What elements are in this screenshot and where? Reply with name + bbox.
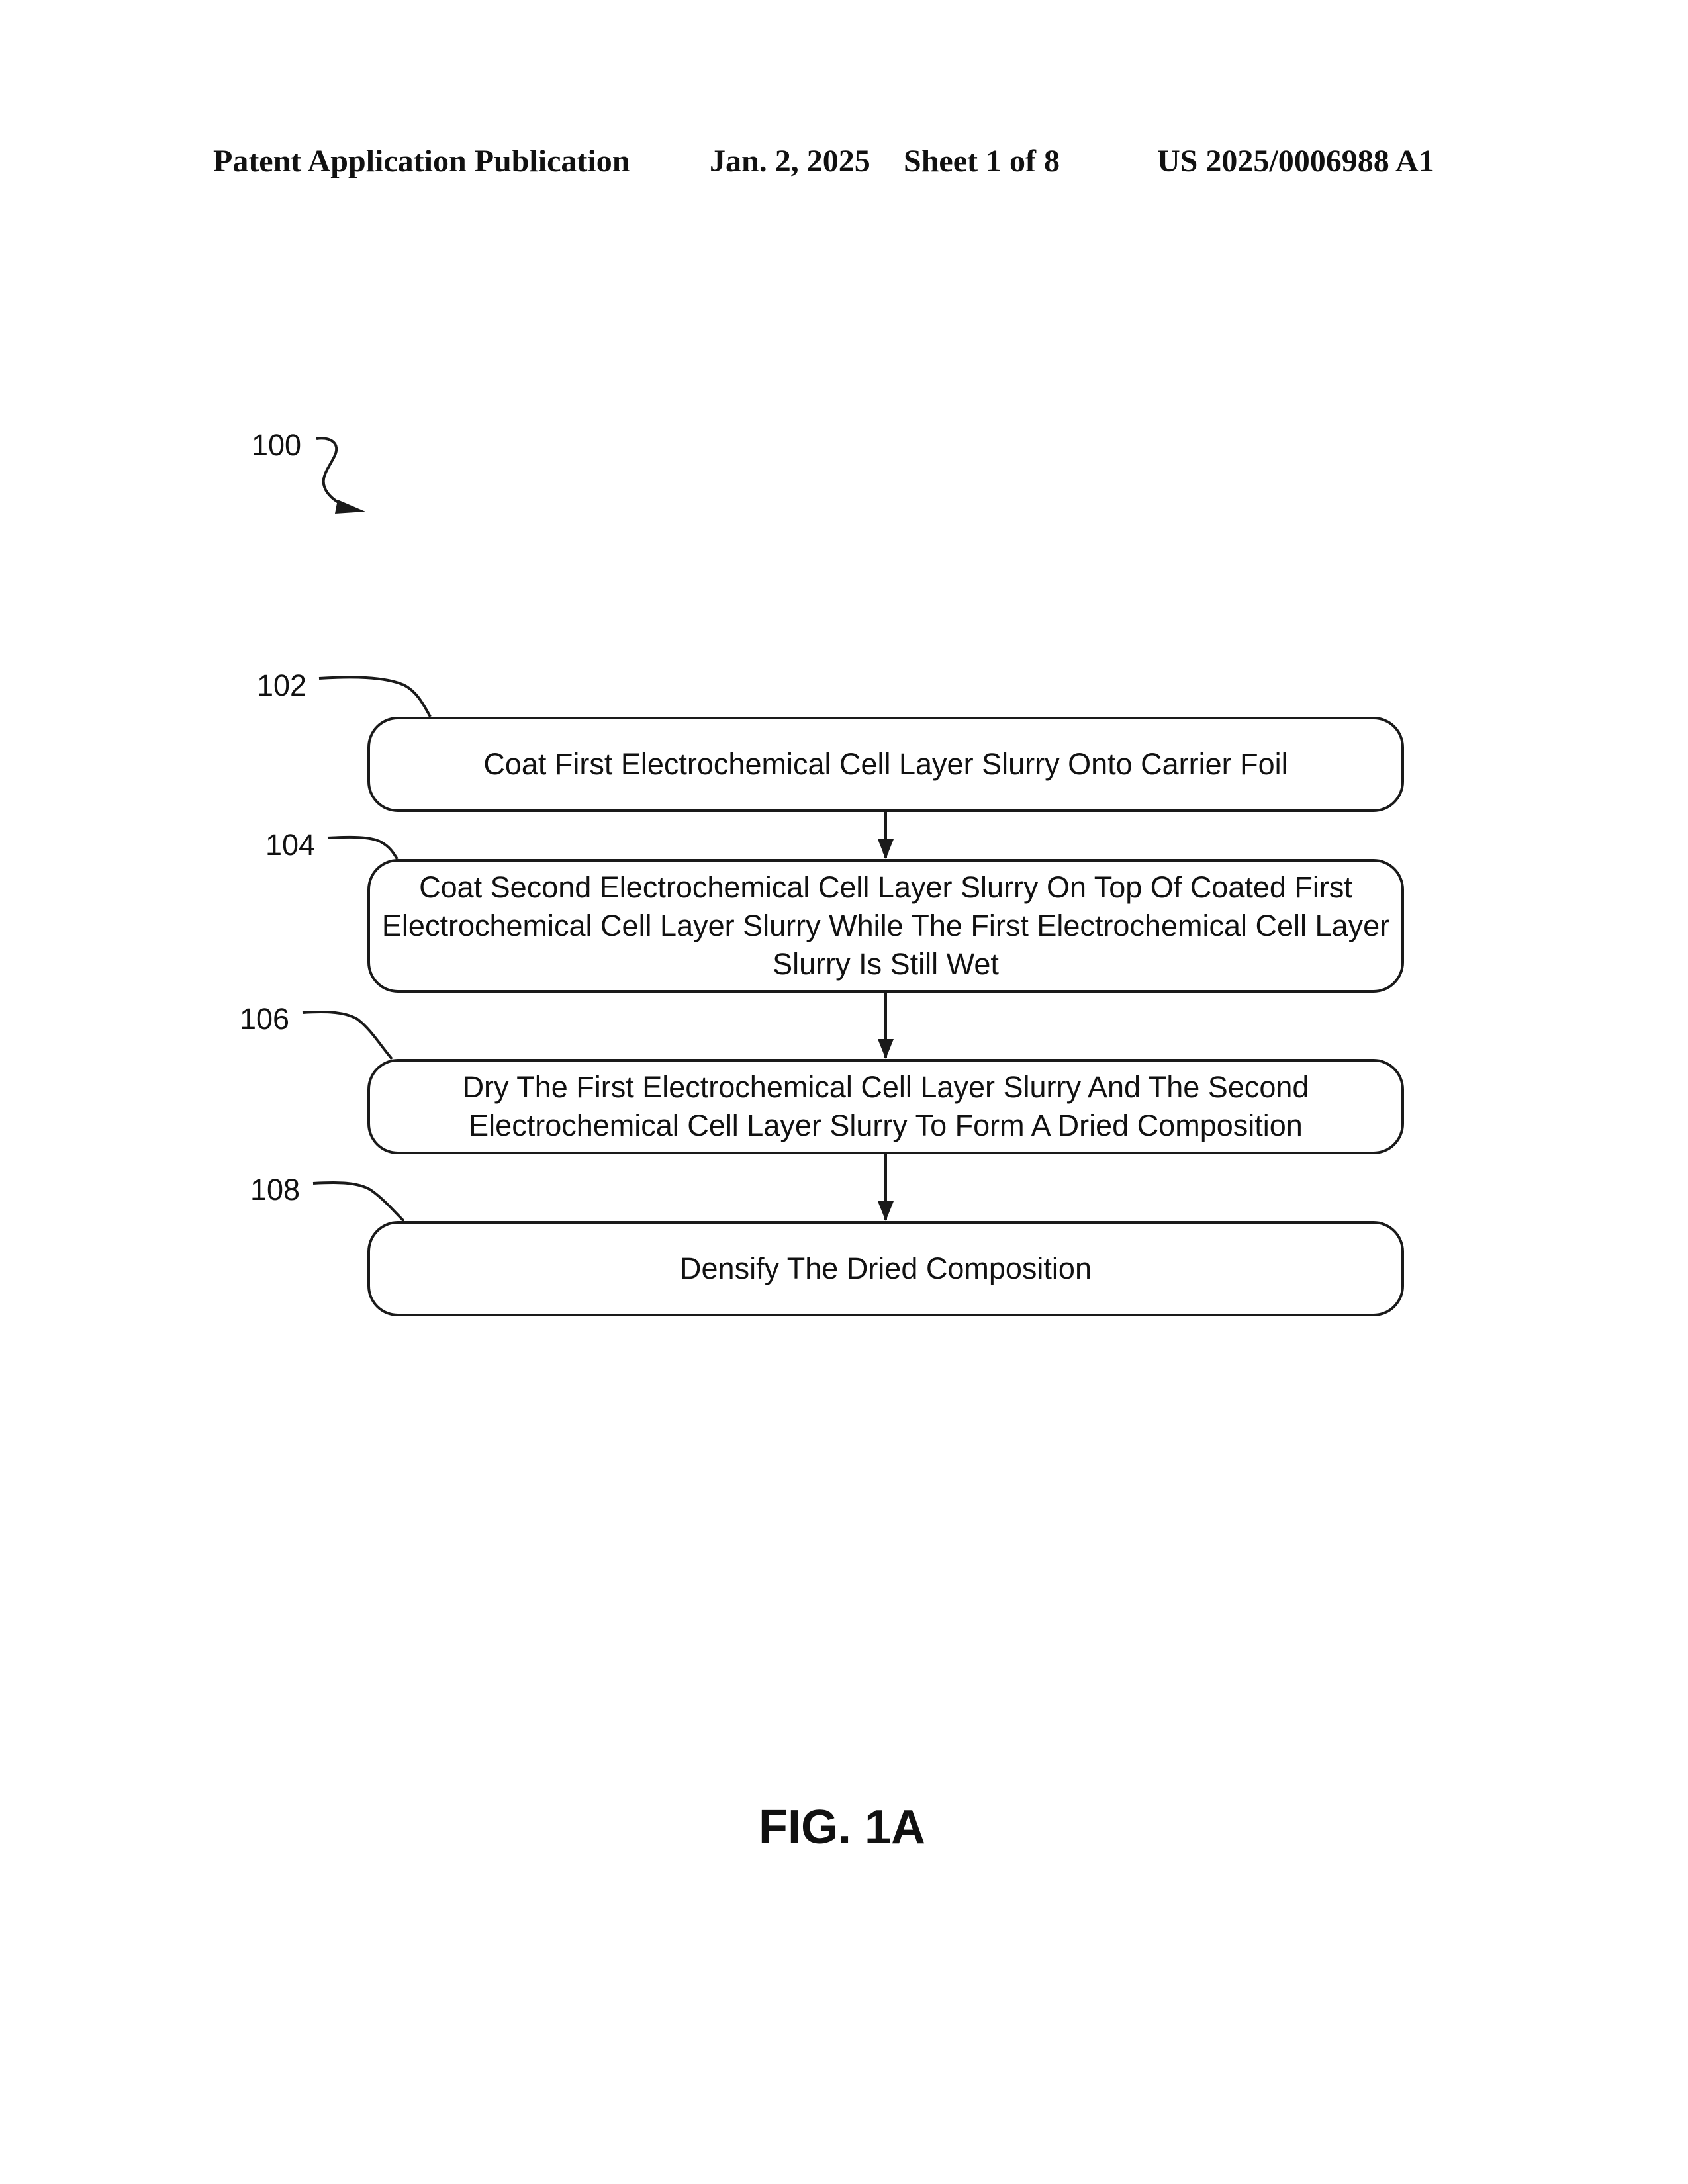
step-text: Dry The First Electrochemical Cell Layer… — [378, 1068, 1393, 1145]
step-box-coat-first-layer: Coat First Electrochemical Cell Layer Sl… — [367, 717, 1404, 812]
leader-line-104 — [328, 837, 397, 859]
step-text: Coat Second Electrochemical Cell Layer S… — [378, 868, 1393, 983]
figure-label: FIG. 1A — [759, 1803, 925, 1851]
leader-arrowhead-100 — [335, 500, 365, 514]
leader-line-108 — [313, 1183, 404, 1221]
reference-numeral-104: 104 — [265, 830, 315, 860]
arrowhead-106-to-108 — [878, 1201, 894, 1221]
step-text: Densify The Dried Composition — [680, 1250, 1092, 1288]
leader-line-102 — [319, 677, 430, 717]
step-text: Coat First Electrochemical Cell Layer Sl… — [483, 745, 1288, 784]
arrowhead-104-to-106 — [878, 1039, 894, 1059]
figure-label-container: FIG. 1A — [0, 1803, 1688, 1851]
leader-line-100 — [316, 438, 357, 510]
reference-numeral-106: 106 — [240, 1004, 289, 1034]
leader-line-106 — [303, 1012, 392, 1059]
reference-numeral-100: 100 — [252, 430, 301, 460]
step-box-coat-second-layer: Coat Second Electrochemical Cell Layer S… — [367, 859, 1404, 993]
step-box-dry-layers: Dry The First Electrochemical Cell Layer… — [367, 1059, 1404, 1154]
reference-numeral-108: 108 — [250, 1175, 300, 1205]
step-box-densify: Densify The Dried Composition — [367, 1221, 1404, 1316]
reference-numeral-102: 102 — [257, 670, 306, 700]
arrowhead-102-to-104 — [878, 839, 894, 859]
